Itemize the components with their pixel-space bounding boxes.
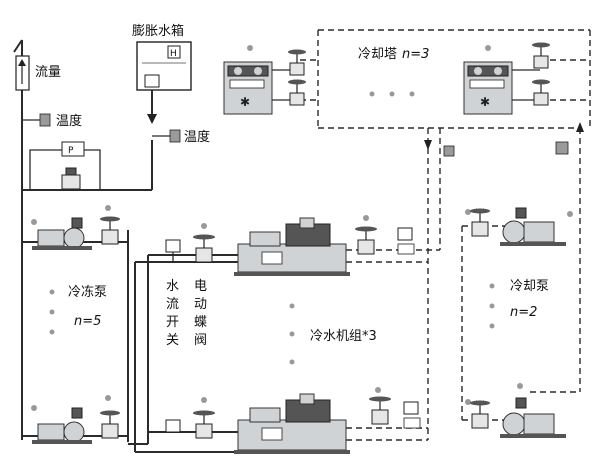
valve-icon — [533, 55, 549, 69]
flow-switch-icon — [165, 419, 181, 433]
valve-icon — [101, 423, 119, 439]
flow-switch-icon — [403, 401, 419, 415]
pump-icon — [523, 221, 555, 243]
cooling-pump-count: n=2 — [510, 305, 537, 320]
flow-label: 流量 — [35, 65, 61, 80]
pressure-gauge-icon — [61, 141, 85, 157]
chilled-pump-bottom — [31, 395, 120, 444]
temperature-label-tank: 温度 — [184, 129, 210, 145]
valve-icon — [471, 221, 489, 237]
chiller-top — [165, 215, 415, 276]
temperature-label-left: 温度 — [56, 113, 82, 129]
cooling-tower-ellipsis — [247, 45, 491, 97]
chiller-label: 冷水机组*3 — [289, 303, 377, 365]
svg-text:✱: ✱ — [240, 95, 250, 109]
cooling-pump-top — [465, 207, 573, 246]
valve-icon — [471, 413, 489, 429]
cooling-return-markers — [424, 122, 584, 157]
chilled-pump-name: 冷冻泵 — [68, 284, 107, 300]
cooling-pump-label: 冷却泵 n=2 — [489, 279, 549, 329]
cooling-tower-label: 冷却塔 n=3 — [358, 47, 429, 62]
expansion-tank-label: 膨胀水箱 — [132, 23, 184, 39]
valve-icon — [533, 92, 549, 106]
flow-switch-icon — [397, 227, 413, 241]
flow-switch-char-3: 开 — [166, 315, 179, 330]
chiller-name: 冷水机组*3 — [310, 329, 377, 344]
expansion-tank: 膨胀水箱 H — [132, 23, 192, 124]
valve-icon — [289, 92, 305, 106]
chilled-pump-top — [31, 205, 120, 250]
valve-icon — [101, 229, 119, 245]
valve-icon — [357, 239, 375, 255]
tank-level-text: H — [170, 49, 177, 59]
flow-switch-icon — [165, 239, 181, 253]
flow-switch-char-2: 流 — [166, 297, 179, 312]
motor-valve-char-4: 阀 — [194, 333, 207, 348]
motor-valve-char-3: 蝶 — [194, 315, 207, 330]
cooling-pump-name: 冷却泵 — [510, 279, 549, 294]
cooling-tower-count: n=3 — [402, 47, 429, 62]
flow-meter: 流量 — [15, 55, 61, 91]
cooling-tower-name: 冷却塔 — [358, 47, 397, 62]
cooling-tower-3: ✱ — [463, 61, 513, 115]
chiller-bottom — [165, 387, 421, 454]
temperature-sensor-icon — [169, 129, 181, 143]
cooling-pump-bottom — [465, 383, 566, 438]
flow-switch-char-1: 水 — [166, 279, 179, 294]
bypass-valve-icon — [61, 174, 81, 190]
chilled-pump-label: 冷冻泵 n=5 — [49, 284, 107, 335]
motor-valve-label: 电 动 蝶 阀 — [194, 279, 207, 348]
bypass-pressure-control: P — [29, 141, 101, 190]
svg-text:✱: ✱ — [480, 95, 490, 109]
flow-switch-char-4: 关 — [166, 333, 179, 348]
temperature-sensor-icon — [39, 113, 51, 127]
temperature-sensor-left: 温度 — [22, 113, 82, 129]
pump-icon — [37, 423, 65, 441]
cooling-tower-1: ✱ — [223, 61, 273, 115]
pump-icon — [523, 413, 555, 435]
valve-icon — [371, 409, 389, 425]
chiller-icon — [234, 217, 350, 276]
flow-switch-label: 水 流 开 关 — [166, 279, 179, 348]
chiller-icon — [234, 393, 350, 454]
pump-icon — [37, 229, 65, 247]
valve-icon — [195, 423, 213, 439]
chilled-pump-count: n=5 — [74, 314, 101, 329]
cooling-tower-valves — [272, 42, 550, 106]
valve-icon — [195, 247, 213, 263]
valve-icon — [289, 62, 305, 76]
temperature-sensor-tank: 温度 — [152, 129, 210, 145]
motor-valve-char-2: 动 — [194, 297, 207, 312]
motor-valve-char-1: 电 — [194, 279, 207, 294]
pressure-gauge-text: P — [68, 146, 74, 156]
